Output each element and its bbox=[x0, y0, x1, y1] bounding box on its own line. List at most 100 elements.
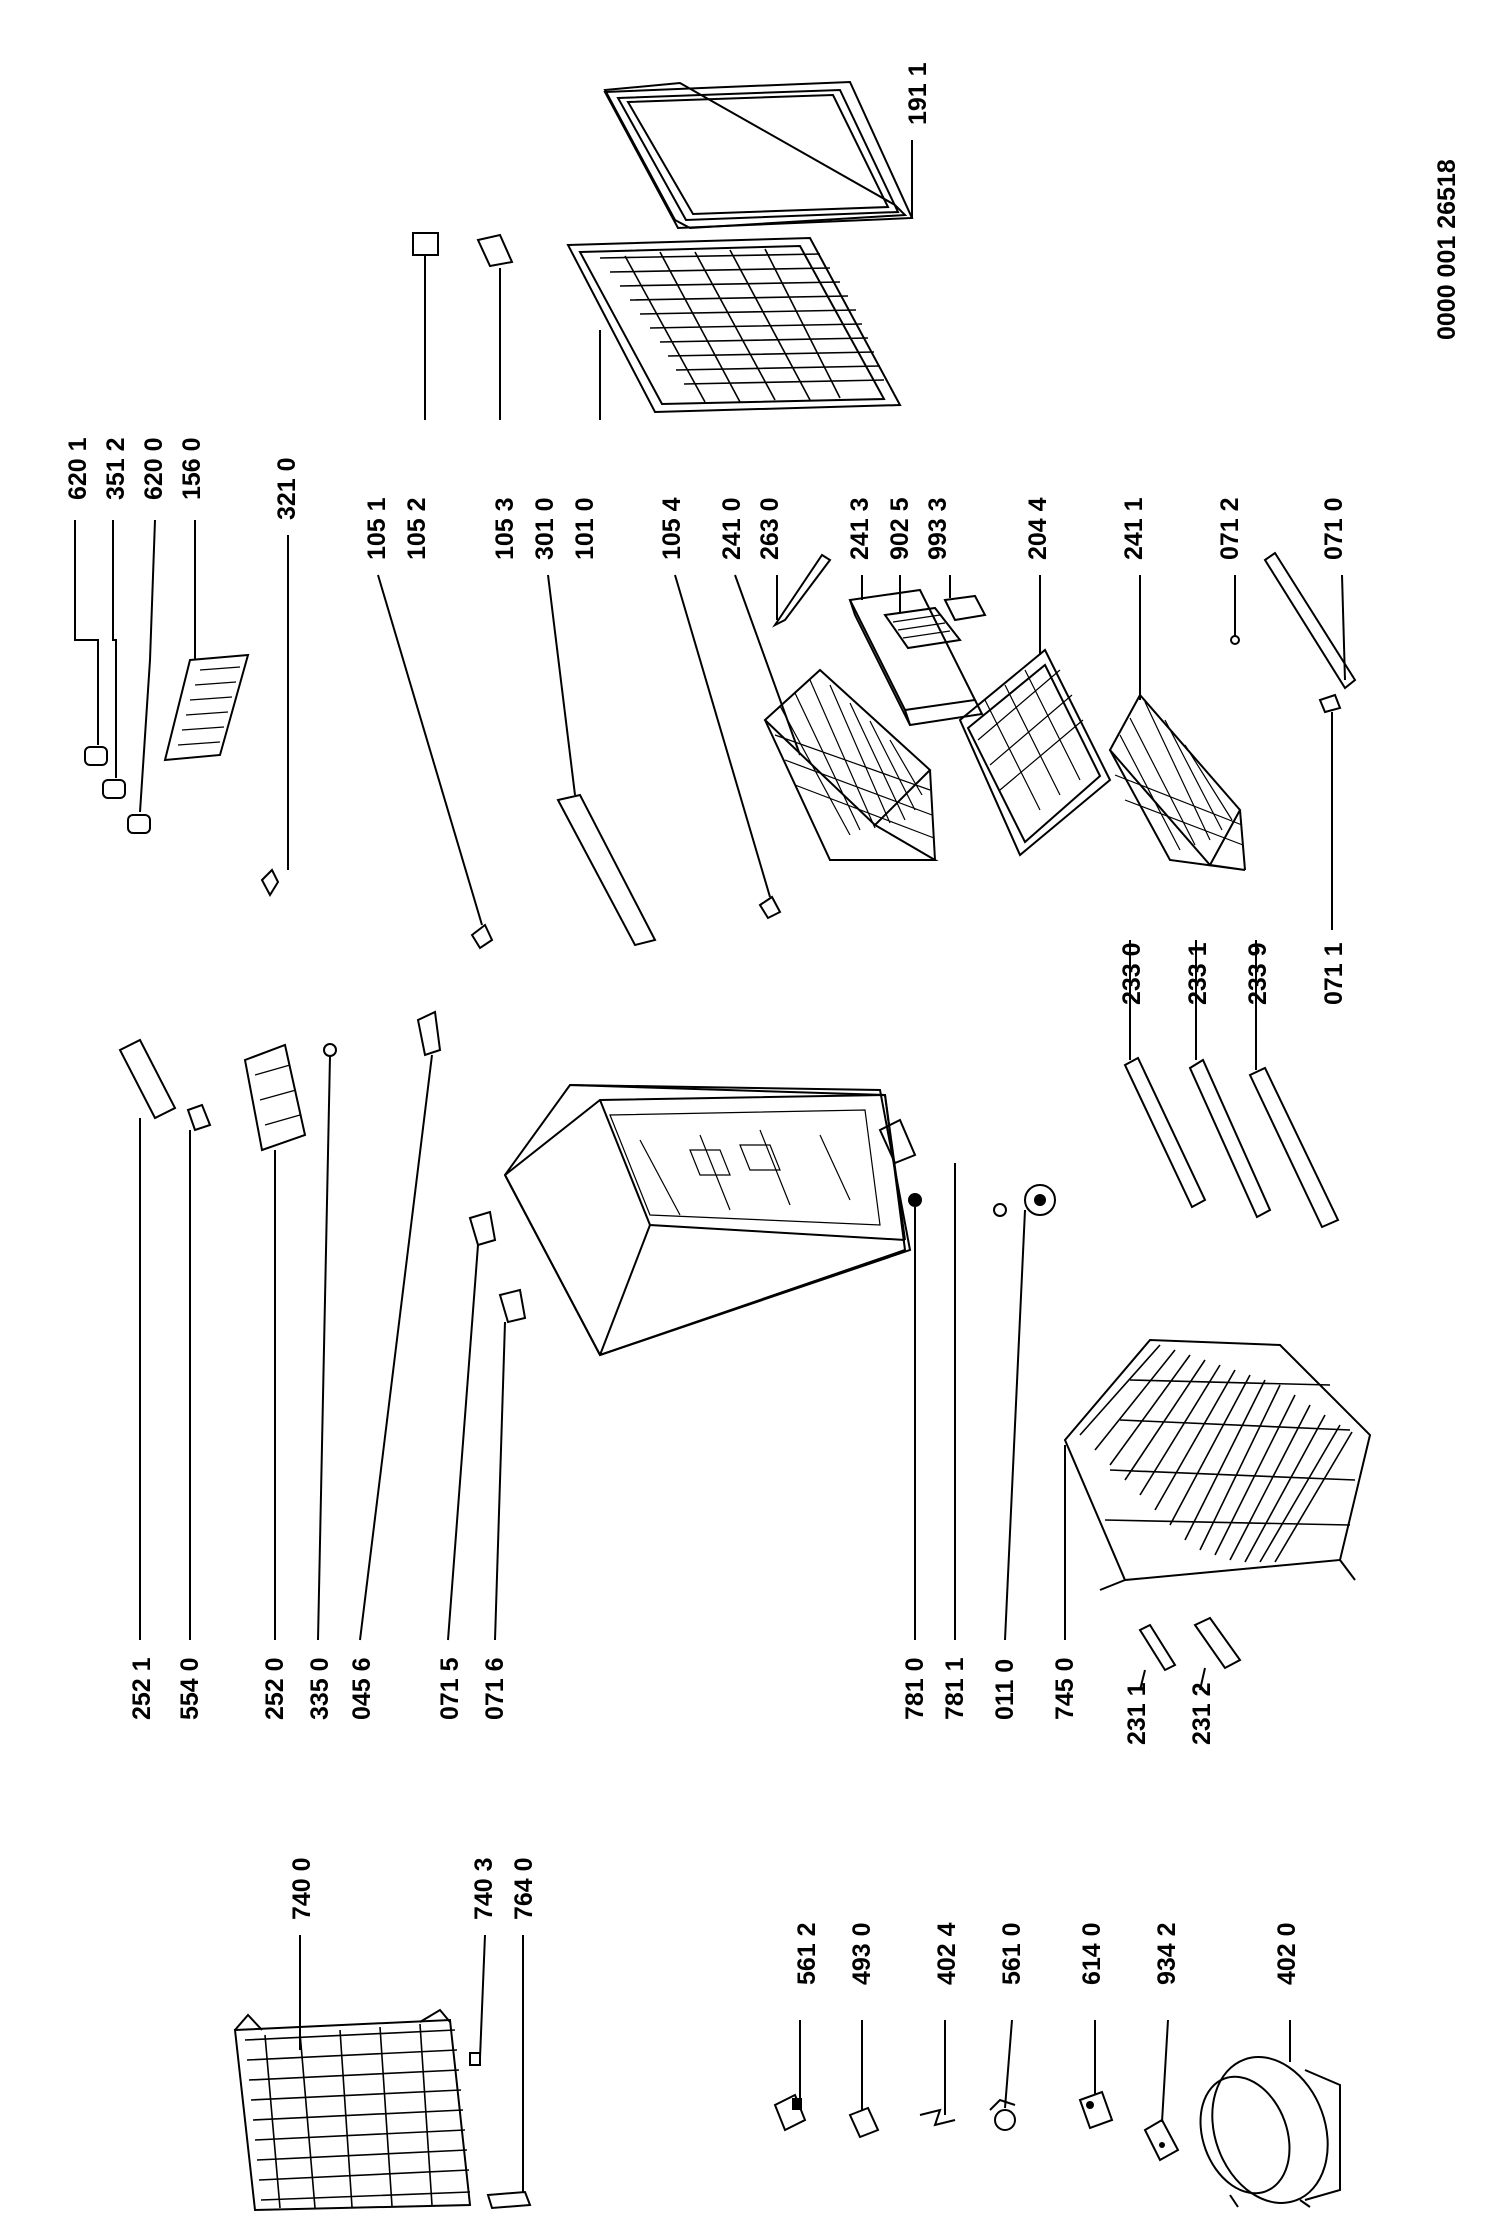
label-101-0: 101 0 bbox=[571, 497, 599, 560]
condenser-740-0 bbox=[233, 2008, 472, 2212]
ice-tray bbox=[163, 653, 250, 762]
label-402-4: 402 4 bbox=[933, 1922, 961, 1985]
lid-grid bbox=[566, 236, 902, 414]
rail-301-0 bbox=[556, 793, 657, 947]
label-335-0: 335 0 bbox=[306, 1657, 334, 1720]
basket-241-0 bbox=[763, 668, 939, 861]
leader-0110 bbox=[1004, 1209, 1026, 1641]
label-071-6: 071 6 bbox=[481, 1657, 509, 1720]
label-902-5: 902 5 bbox=[886, 497, 914, 560]
label-011-0: 011 0 bbox=[991, 1659, 1019, 1720]
label-561-0: 561 0 bbox=[998, 1922, 1026, 1985]
document-number: 0000 001 26518 bbox=[1433, 159, 1461, 340]
freezer-cabinet bbox=[503, 1083, 912, 1357]
part-614-0 bbox=[1078, 2090, 1114, 2130]
label-071-2: 071 2 bbox=[1216, 497, 1244, 560]
part-402-4 bbox=[919, 2108, 956, 2127]
label-745-0: 745 0 bbox=[1051, 1657, 1079, 1720]
part-011-0 bbox=[1024, 1184, 1056, 1216]
part-252-1 bbox=[118, 1038, 177, 1120]
leader-2312 bbox=[1199, 1667, 1206, 1691]
label-156-0: 156 0 bbox=[178, 437, 206, 500]
tray-204-4 bbox=[958, 648, 1112, 857]
part-561-2 bbox=[773, 2093, 807, 2132]
label-204-4: 204 4 bbox=[1024, 497, 1052, 560]
part-740-3 bbox=[469, 2052, 481, 2066]
part-561-0 bbox=[989, 2098, 1016, 2131]
part-993-3 bbox=[943, 594, 987, 622]
basket-241-1 bbox=[1108, 693, 1246, 871]
label-493-0: 493 0 bbox=[848, 1922, 876, 1985]
part-011-0-center bbox=[1034, 1194, 1046, 1206]
part-105-4 bbox=[758, 895, 782, 920]
drawer-241-3 bbox=[848, 588, 984, 727]
leader-0710 bbox=[1341, 574, 1346, 681]
rod-071-0 bbox=[1263, 551, 1357, 690]
label-620-1: 620 1 bbox=[64, 437, 92, 500]
compressor-402-0 bbox=[1199, 2056, 1341, 2208]
label-614-0: 614 0 bbox=[1078, 1922, 1106, 1985]
part-105-1 bbox=[470, 923, 494, 950]
part-934-2 bbox=[1143, 2118, 1180, 2162]
part-321-0 bbox=[260, 868, 280, 898]
leader-3010 bbox=[547, 574, 576, 796]
leader-6201 bbox=[74, 520, 99, 745]
label-231-2: 231 2 bbox=[1188, 1682, 1216, 1745]
rod-233-0 bbox=[1123, 1056, 1207, 1209]
label-764-0: 764 0 bbox=[510, 1857, 538, 1920]
leader-0715 bbox=[447, 1244, 479, 1641]
label-105-3: 105 3 bbox=[491, 497, 519, 560]
leader-0716 bbox=[494, 1321, 506, 1641]
leader-7403 bbox=[479, 1934, 486, 2059]
label-105-4: 105 4 bbox=[658, 497, 686, 560]
leader-2410 bbox=[734, 574, 801, 756]
part-493-0 bbox=[848, 2106, 880, 2139]
label-301-0: 301 0 bbox=[531, 497, 559, 560]
hinge-071-5 bbox=[468, 1210, 497, 1247]
label-781-0: 781 0 bbox=[901, 1657, 929, 1720]
label-740-3: 740 3 bbox=[470, 1857, 498, 1920]
label-071-0: 071 0 bbox=[1320, 497, 1348, 560]
label-993-3: 993 3 bbox=[924, 497, 952, 560]
leader-2311 bbox=[1139, 1669, 1146, 1691]
part-011-0-small bbox=[993, 1203, 1007, 1217]
evaporator-745-0 bbox=[1063, 1338, 1372, 1591]
part-105-3 bbox=[476, 233, 514, 268]
label-740-0: 740 0 bbox=[288, 1857, 316, 1920]
label-252-1: 252 1 bbox=[128, 1657, 156, 1720]
label-071-5: 071 5 bbox=[436, 1657, 464, 1720]
label-620-0: 620 0 bbox=[140, 437, 168, 500]
part-902-5 bbox=[883, 606, 962, 650]
part-045-6 bbox=[416, 1010, 442, 1057]
label-233-9: 233 9 bbox=[1244, 942, 1272, 1005]
label-241-1: 241 1 bbox=[1120, 497, 1148, 560]
label-402-0: 402 0 bbox=[1273, 1922, 1301, 1985]
part-263-0 bbox=[772, 553, 832, 628]
rod-233-1 bbox=[1188, 1058, 1272, 1219]
part-071-2 bbox=[1230, 635, 1240, 645]
leader-3350 bbox=[317, 1055, 331, 1641]
thermostat-252-0 bbox=[243, 1043, 307, 1152]
leader-0456 bbox=[359, 1054, 433, 1641]
leader-9342 bbox=[1161, 2019, 1169, 2123]
label-561-2: 561 2 bbox=[793, 1922, 821, 1985]
part-231-2 bbox=[1193, 1616, 1242, 1670]
hinge-071-6 bbox=[498, 1288, 527, 1324]
leader-1054 bbox=[674, 574, 771, 898]
leader-6200 bbox=[139, 519, 156, 813]
part-781-0 bbox=[908, 1193, 922, 1207]
label-191-1: 191 1 bbox=[904, 62, 932, 125]
part-554-0 bbox=[186, 1103, 212, 1132]
part-071-1 bbox=[1318, 693, 1342, 714]
leader-3512 bbox=[112, 520, 117, 778]
label-321-0: 321 0 bbox=[273, 457, 301, 520]
label-233-1: 233 1 bbox=[1184, 942, 1212, 1005]
label-351-2: 351 2 bbox=[102, 437, 130, 500]
label-045-6: 045 6 bbox=[348, 1657, 376, 1720]
label-263-0: 263 0 bbox=[756, 497, 784, 560]
caps-group bbox=[84, 746, 151, 834]
label-252-0: 252 0 bbox=[261, 1657, 289, 1720]
part-764-0 bbox=[486, 2190, 532, 2210]
label-554-0: 554 0 bbox=[176, 1657, 204, 1720]
